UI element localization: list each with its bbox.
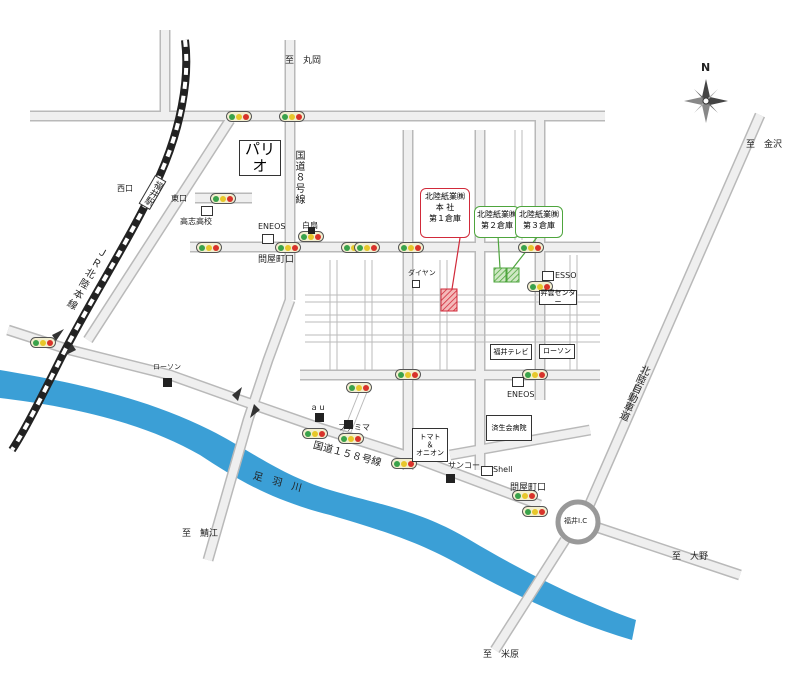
- traffic-light-icon: [512, 490, 538, 501]
- tomato-line3: オニオン: [416, 449, 444, 458]
- to-ono-label: 至 大野: [672, 552, 709, 562]
- warehouse-second-block[interactable]: [493, 267, 507, 283]
- traffic-light-icon: [398, 242, 424, 253]
- au-label: ａｕ: [310, 403, 326, 412]
- overpass-markers: [52, 329, 260, 418]
- famima-label: ファミマ: [338, 423, 370, 432]
- nishiguchi-label: 西口: [117, 184, 133, 193]
- gas-station-icon: [542, 271, 554, 281]
- toiyamachi-bottom-label: 問屋町口: [510, 483, 547, 493]
- warehouse-main-callout[interactable]: 北陸紙業㈱ 本 社 第１倉庫: [420, 188, 470, 238]
- toiyamachi-top-label: 問屋町口: [258, 255, 295, 265]
- warehouse-second-callout[interactable]: 北陸紙業㈱ 第２倉庫: [474, 206, 520, 238]
- compass-icon: [684, 79, 728, 123]
- asuwa-river: [0, 370, 636, 640]
- to-kanazawa-label: 至 金沢: [746, 140, 783, 150]
- shell-label: Shell: [493, 465, 513, 474]
- traffic-light-icon: [391, 458, 417, 469]
- store-pin-icon: [446, 474, 455, 483]
- fukui-ic-circle[interactable]: [555, 499, 601, 545]
- traffic-light-icon: [518, 242, 544, 253]
- eneos-top-label: ENEOS: [258, 222, 286, 231]
- store-pin-icon: [315, 413, 324, 422]
- store-pin-icon: [344, 420, 353, 429]
- store-pin-icon: [163, 378, 172, 387]
- traffic-light-icon: [196, 242, 222, 253]
- store-pin-icon: [308, 227, 315, 234]
- shoei-box[interactable]: 昇雲センター: [539, 289, 577, 306]
- fukui-tv-box[interactable]: 福井テレビ: [490, 344, 532, 360]
- warehouse-third-callout[interactable]: 北陸紙業㈱ 第３倉庫: [515, 206, 563, 238]
- warehouse-third-block[interactable]: [506, 267, 520, 283]
- fukui-ic-label: 福井I.C: [564, 517, 588, 525]
- koshi-box[interactable]: [201, 206, 213, 216]
- daiyan-label: ダイヤン: [408, 269, 436, 277]
- warehouse-main-line1: 北陸紙業㈱: [425, 192, 465, 201]
- shirafuji-label: 白扇: [302, 221, 318, 230]
- warehouse-main-block[interactable]: [440, 288, 458, 312]
- traffic-light-icon: [395, 369, 421, 380]
- lawson-left-label: ローソン: [153, 363, 181, 371]
- eneos-mid-label: ENEOS: [507, 390, 535, 399]
- traffic-light-icon: [522, 506, 548, 517]
- daiyan-box[interactable]: [412, 280, 420, 288]
- traffic-light-icon: [226, 111, 252, 122]
- traffic-light-icon: [279, 111, 305, 122]
- tomato-line1: トマト: [419, 432, 441, 441]
- warehouse-main-line2: 本 社: [435, 202, 455, 212]
- compass-label: N: [701, 61, 711, 74]
- tomato-box[interactable]: トマト ＆ オニオン: [412, 428, 448, 462]
- route8-label: 国道８号線: [293, 150, 304, 205]
- gas-station-icon: [512, 377, 524, 387]
- sanko-label: サンコー: [448, 461, 480, 470]
- traffic-light-icon: [210, 193, 236, 204]
- higashiguchi-label: 東口: [171, 194, 187, 203]
- warehouse-third-line2: 第３倉庫: [523, 220, 555, 230]
- traffic-light-icon: [346, 382, 372, 393]
- tomato-line2: ＆: [426, 440, 434, 449]
- traffic-light-icon: [522, 369, 548, 380]
- gas-station-icon: [481, 466, 493, 476]
- traffic-light-icon: [30, 337, 56, 348]
- palio-box[interactable]: パリオ: [239, 140, 281, 176]
- warehouse-main-line3: 第１倉庫: [429, 213, 461, 223]
- to-maruoka-label: 至 丸岡: [285, 56, 322, 66]
- jr-railway: [8, 39, 191, 453]
- esso-label: ESSO: [555, 271, 577, 280]
- traffic-light-icon: [338, 433, 364, 444]
- lawson-right-box[interactable]: ローソン: [539, 344, 575, 359]
- to-maibara-label: 至 米原: [483, 650, 520, 660]
- koshi-label: 高志高校: [180, 217, 212, 226]
- gas-station-icon: [262, 234, 274, 244]
- traffic-light-icon: [275, 242, 301, 253]
- traffic-light-icon: [302, 428, 328, 439]
- warehouse-third-line1: 北陸紙業㈱: [519, 210, 559, 219]
- saiseikai-box[interactable]: 済生会病院: [486, 415, 532, 441]
- warehouse-second-line2: 第２倉庫: [481, 220, 513, 230]
- traffic-light-icon: [354, 242, 380, 253]
- warehouse-second-line1: 北陸紙業㈱: [477, 210, 517, 219]
- to-sabae-label: 至 鯖江: [182, 529, 219, 539]
- road-network: [6, 30, 766, 653]
